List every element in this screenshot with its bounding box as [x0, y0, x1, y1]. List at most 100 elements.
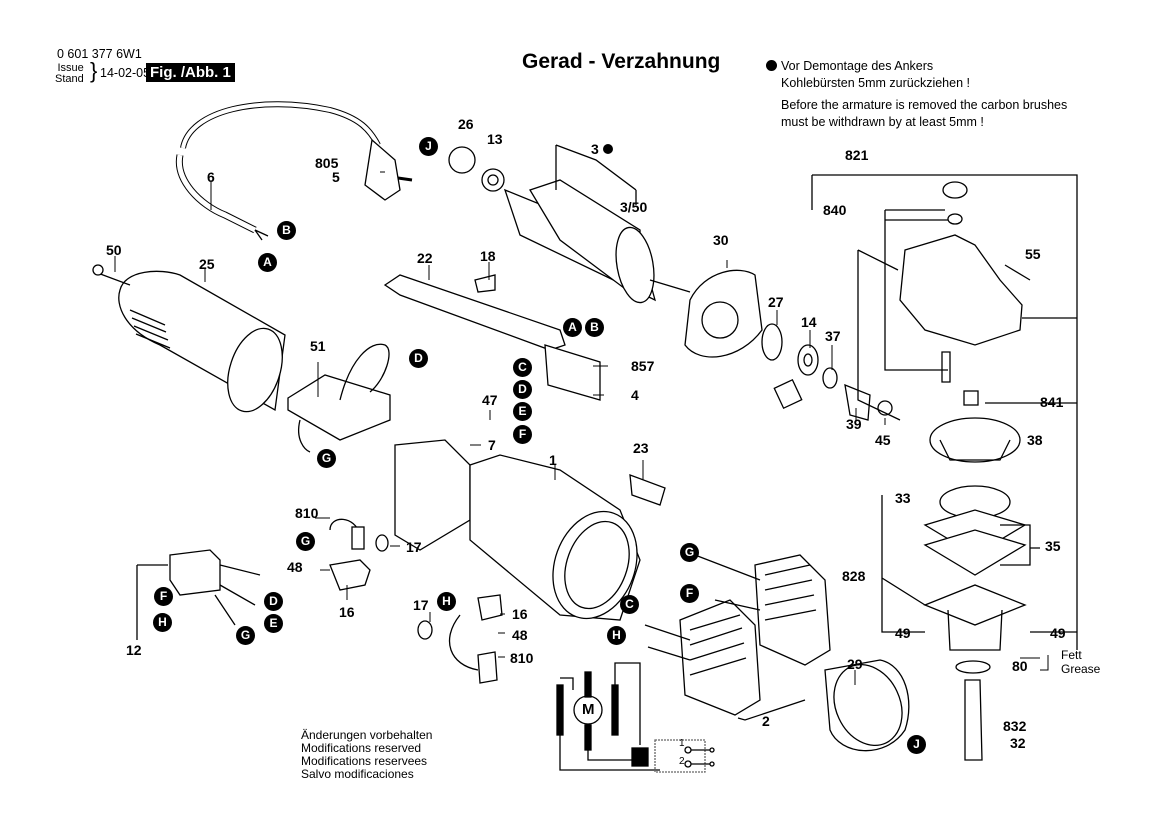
part-label-6: 6	[207, 169, 215, 185]
part-label-47: 47	[482, 392, 498, 408]
part-label-840: 840	[823, 202, 847, 218]
issue-stand-label: Issue Stand	[55, 63, 84, 85]
part-label-805: 805	[315, 155, 339, 171]
part-label-80: 80	[1012, 658, 1028, 674]
bearing-set	[761, 323, 893, 421]
connector-b: B	[585, 318, 604, 337]
part-label-22: 22	[417, 250, 433, 266]
note-line-1: Vor Demontage des Ankers	[781, 59, 934, 73]
part-label-37: 37	[825, 328, 841, 344]
page-title: Gerad - Verzahnung	[522, 50, 721, 73]
connector-j: J	[907, 735, 926, 754]
mod-line: Änderungen vorbehalten	[301, 728, 433, 742]
part-label-1: 1	[549, 452, 557, 468]
part-label-25: 25	[199, 256, 215, 272]
part-label-55: 55	[1025, 246, 1041, 262]
grease-de: Fett	[1061, 648, 1082, 662]
gear-head-housing	[811, 174, 1078, 650]
stand-label: Stand	[55, 73, 84, 85]
connector-g: G	[680, 543, 699, 562]
connector-h: H	[153, 613, 172, 632]
part-label-810-a: 810	[295, 505, 319, 521]
connector-c: C	[513, 358, 532, 377]
connector-f: F	[154, 587, 173, 606]
part-label-39: 39	[846, 416, 862, 432]
part-label-5: 5	[332, 169, 340, 185]
part-label-49-a: 49	[895, 625, 911, 641]
motor-symbol: M	[582, 701, 595, 718]
part-label-17-a: 17	[406, 539, 422, 555]
part-label-7: 7	[488, 437, 496, 453]
connector-g: G	[317, 449, 336, 468]
brush-holder	[287, 343, 391, 453]
part-label-810-b: 810	[510, 650, 534, 666]
brace-glyph: }	[90, 58, 98, 83]
connector-g: G	[236, 626, 255, 645]
connector-d: D	[409, 349, 428, 368]
part-label-832: 832	[1003, 718, 1027, 734]
part-label-48-a: 48	[287, 559, 303, 575]
connector-a: A	[258, 253, 277, 272]
part-label-29: 29	[847, 656, 863, 672]
gear-flange-stack	[881, 417, 1040, 761]
part-label-30: 30	[713, 232, 729, 248]
mod-line: Salvo modificaciones	[301, 767, 414, 781]
part-label-12: 12	[126, 642, 142, 658]
connector-a: A	[563, 318, 582, 337]
note-line-2: Kohlebürsten 5mm zurückziehen !	[781, 76, 970, 90]
fan-baffle	[684, 269, 763, 358]
part-label-828: 828	[842, 568, 866, 584]
wheel-guard	[824, 659, 910, 752]
grease-label: Fett Grease	[1061, 648, 1100, 676]
connector-h: H	[607, 626, 626, 645]
connector-f: F	[680, 584, 699, 603]
wiring-schematic	[556, 662, 715, 773]
switch-pos-1: 1	[679, 738, 685, 749]
leader-lines	[114, 171, 1049, 685]
connector-e: E	[264, 614, 283, 633]
part-label-2: 2	[762, 713, 770, 729]
issue-label: Issue	[57, 62, 84, 74]
armature	[448, 144, 691, 304]
connector-e: E	[513, 402, 532, 421]
switch-rod	[383, 274, 566, 351]
part-label-17-b: 17	[413, 597, 429, 613]
part-code: 0 601 377 6W1	[57, 47, 142, 61]
part-label-821: 821	[845, 147, 869, 163]
part-label-45: 45	[875, 432, 891, 448]
part-label-3-50: 3/50	[620, 199, 648, 215]
bullet-icon	[766, 60, 777, 71]
part-label-48-b: 48	[512, 627, 528, 643]
part-label-16-b: 16	[512, 606, 528, 622]
field-coils	[644, 554, 831, 721]
part-label-32: 32	[1010, 735, 1026, 751]
switch-pos-2: 2	[679, 756, 685, 767]
connector-g: G	[296, 532, 315, 551]
connector-c: C	[620, 595, 639, 614]
part-label-27: 27	[768, 294, 784, 310]
filled-circle-icon	[602, 144, 613, 154]
suppressor-and-brushes	[136, 518, 503, 684]
connector-b: B	[277, 221, 296, 240]
note-line-4: must be withdrawn by at least 5mm !	[781, 115, 984, 129]
part-label-841: 841	[1040, 394, 1064, 410]
mod-line: Modifications reserved	[301, 741, 422, 755]
mod-line: Modifications reservees	[301, 754, 428, 768]
part-label-35: 35	[1045, 538, 1061, 554]
part-label-16-a: 16	[339, 604, 355, 620]
disassembly-note: Vor Demontage des Ankers Kohlebürsten 5m…	[766, 58, 1067, 131]
figure-label: Fig. /Abb. 1	[146, 63, 235, 82]
part-label-3-text: 3	[591, 141, 599, 157]
connector-f: F	[513, 425, 532, 444]
connector-d: D	[513, 380, 532, 399]
part-label-857: 857	[631, 358, 655, 374]
modifications-notice: Änderungen vorbehalten Modifications res…	[301, 729, 432, 781]
motor-housing	[394, 344, 666, 621]
part-label-14: 14	[801, 314, 817, 330]
power-cord	[175, 101, 413, 241]
connector-d: D	[264, 592, 283, 611]
part-label-50: 50	[106, 242, 122, 258]
part-label-26: 26	[458, 116, 474, 132]
part-label-38: 38	[1027, 432, 1043, 448]
